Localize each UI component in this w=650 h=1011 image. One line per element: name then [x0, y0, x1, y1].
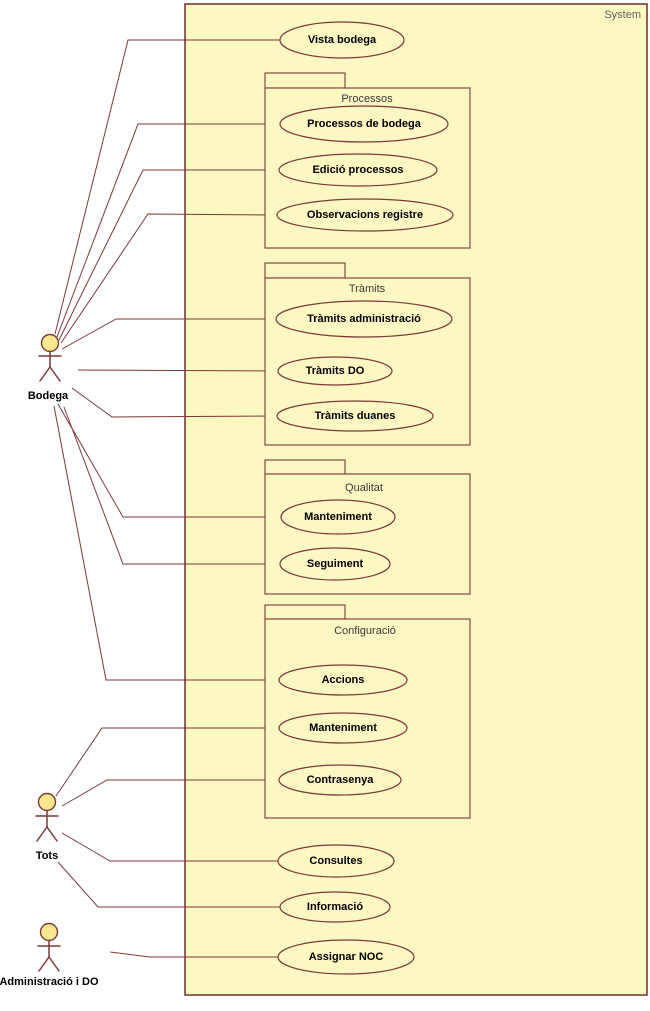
usecase-manteniment-qualitat-label: Manteniment: [304, 511, 372, 523]
usecase-assignar-noc: [277, 939, 415, 975]
package-tramits-tab: [264, 262, 346, 279]
usecase-tramits-do-label: Tràmits DO: [305, 365, 365, 377]
usecase-accions: [278, 664, 408, 696]
usecase-tramits-administracio-label: Tràmits administració: [307, 313, 421, 325]
usecase-vista-bodega: [279, 21, 405, 59]
associations: [53, 39, 282, 958]
association-bodega-tramits-duanes: [71, 387, 279, 418]
package-configuracio-title: Configuració: [334, 625, 396, 637]
usecase-contrasenya-label: Contrasenya: [306, 774, 374, 786]
association-tots-informacio: [57, 861, 281, 908]
usecase-observacions-registre: [276, 198, 454, 232]
association-bodega-tramits-administracio: [61, 318, 277, 350]
association-tots-contrasenya: [61, 779, 280, 807]
association-bodega-manteniment-qualitat: [57, 403, 282, 518]
package-processos-tab: [264, 72, 346, 89]
association-bodega-edicio-processos: [58, 169, 280, 341]
usecase-processos-de-bodega-label: Processos de bodega: [307, 118, 421, 130]
package-processos-title: Processos: [341, 93, 393, 105]
usecase-observacions-registre-label: Observacions registre: [306, 209, 424, 221]
actor-tots-head: [37, 792, 57, 812]
package-qualitat-tab: [264, 459, 346, 475]
usecase-consultes-label: Consultes: [309, 855, 363, 867]
actor-administracio-head: [39, 922, 59, 942]
usecase-contrasenya: [278, 764, 402, 796]
usecase-processos-de-bodega: [279, 105, 449, 143]
usecase-manteniment-configuracio-label: Manteniment: [309, 722, 377, 734]
usecase-manteniment-qualitat: [280, 499, 396, 535]
usecase-accions-label: Accions: [321, 674, 365, 686]
usecase-edicio-processos-label: Edició processos: [312, 164, 404, 176]
association-bodega-accions: [53, 405, 280, 681]
actor-bodega-label: Bodega: [27, 390, 69, 402]
association-administracio-assignar-noc: [109, 951, 279, 958]
usecase-manteniment-configuracio: [278, 712, 408, 744]
actor-bodega-head: [40, 333, 60, 353]
usecase-seguiment: [279, 547, 391, 581]
actor-administracio-label: Administració i DO: [0, 976, 99, 988]
usecase-tramits-do: [277, 356, 393, 386]
association-tots-manteniment-configuracio: [55, 727, 280, 797]
association-bodega-processos-de-bodega: [56, 123, 281, 338]
usecase-tramits-duanes-label: Tràmits duanes: [314, 410, 396, 422]
actor-administracio-figure: [37, 922, 61, 972]
usecase-consultes: [277, 844, 395, 878]
system-boundary-label: System: [604, 9, 641, 21]
package-configuracio-tab: [264, 604, 346, 620]
usecase-vista-bodega-label: Vista bodega: [307, 34, 377, 46]
usecase-seguiment-label: Seguiment: [306, 558, 364, 570]
association-bodega-vista-bodega: [54, 39, 280, 335]
usecase-tramits-duanes: [276, 400, 434, 432]
usecase-informacio-label: Informació: [306, 901, 364, 913]
usecase-tramits-administracio: [275, 300, 453, 338]
package-qualitat-title: Qualitat: [345, 482, 383, 494]
actor-tots-figure: [35, 792, 59, 842]
association-bodega-observacions-registre: [60, 213, 279, 344]
usecase-assignar-noc-label: Assignar NOC: [308, 951, 384, 963]
usecase-edicio-processos: [278, 153, 438, 187]
actor-tots-label: Tots: [35, 850, 59, 862]
association-bodega-tramits-do: [77, 369, 280, 372]
package-tramits-title: Tràmits: [348, 283, 386, 295]
usecase-informacio: [279, 891, 391, 923]
actor-bodega-figure: [38, 333, 62, 382]
association-bodega-seguiment: [63, 406, 281, 565]
association-tots-consultes: [61, 832, 279, 862]
